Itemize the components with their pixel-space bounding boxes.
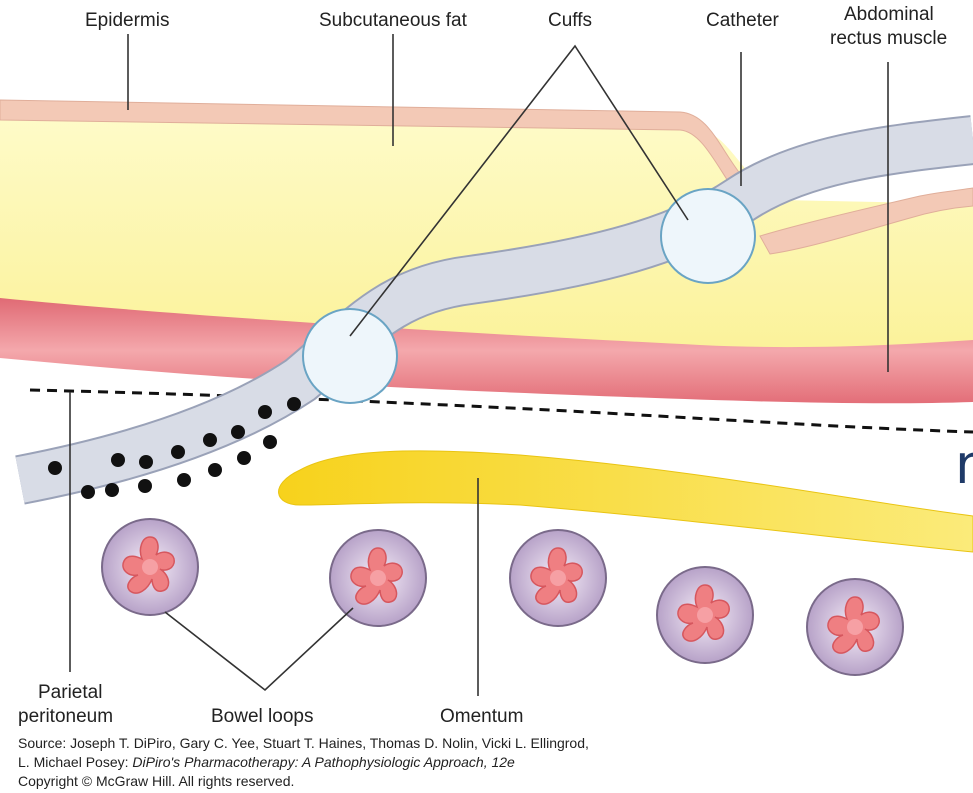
- superficial-cuff: [661, 189, 755, 283]
- bowel-loops-label: Bowel loops: [211, 706, 313, 727]
- rectus-muscle-label: rectus muscle: [830, 28, 947, 49]
- cuffs-label: Cuffs: [548, 10, 592, 31]
- edge-text-fragment: n: [955, 438, 973, 492]
- abdominal-label: Abdominal: [844, 4, 934, 25]
- peritoneum-label: peritoneum: [18, 706, 113, 727]
- parietal-label: Parietal: [38, 682, 102, 703]
- bowel-loops-leader: [165, 608, 353, 690]
- source-book-title: DiPiro's Pharmacotherapy: A Pathophysiol…: [132, 754, 515, 770]
- bowel-loop-5: [807, 579, 903, 675]
- subcutaneous-fat-label: Subcutaneous fat: [319, 10, 468, 31]
- bowel-loop-1: [102, 519, 198, 615]
- bowel-loop-3: [510, 530, 606, 626]
- omentum-label: Omentum: [440, 706, 523, 727]
- catheter-label: Catheter: [706, 10, 780, 31]
- bowel-loop-2: [330, 530, 426, 626]
- deep-cuff: [303, 309, 397, 403]
- source-line-1: Source: Joseph T. DiPiro, Gary C. Yee, S…: [18, 735, 589, 751]
- epidermis-label: Epidermis: [85, 10, 169, 31]
- bowel-loop-4: [657, 567, 753, 663]
- source-authors: L. Michael Posey:: [18, 754, 132, 770]
- source-line-2: L. Michael Posey: DiPiro's Pharmacothera…: [18, 754, 515, 770]
- copyright-line: Copyright © McGraw Hill. All rights rese…: [18, 773, 294, 789]
